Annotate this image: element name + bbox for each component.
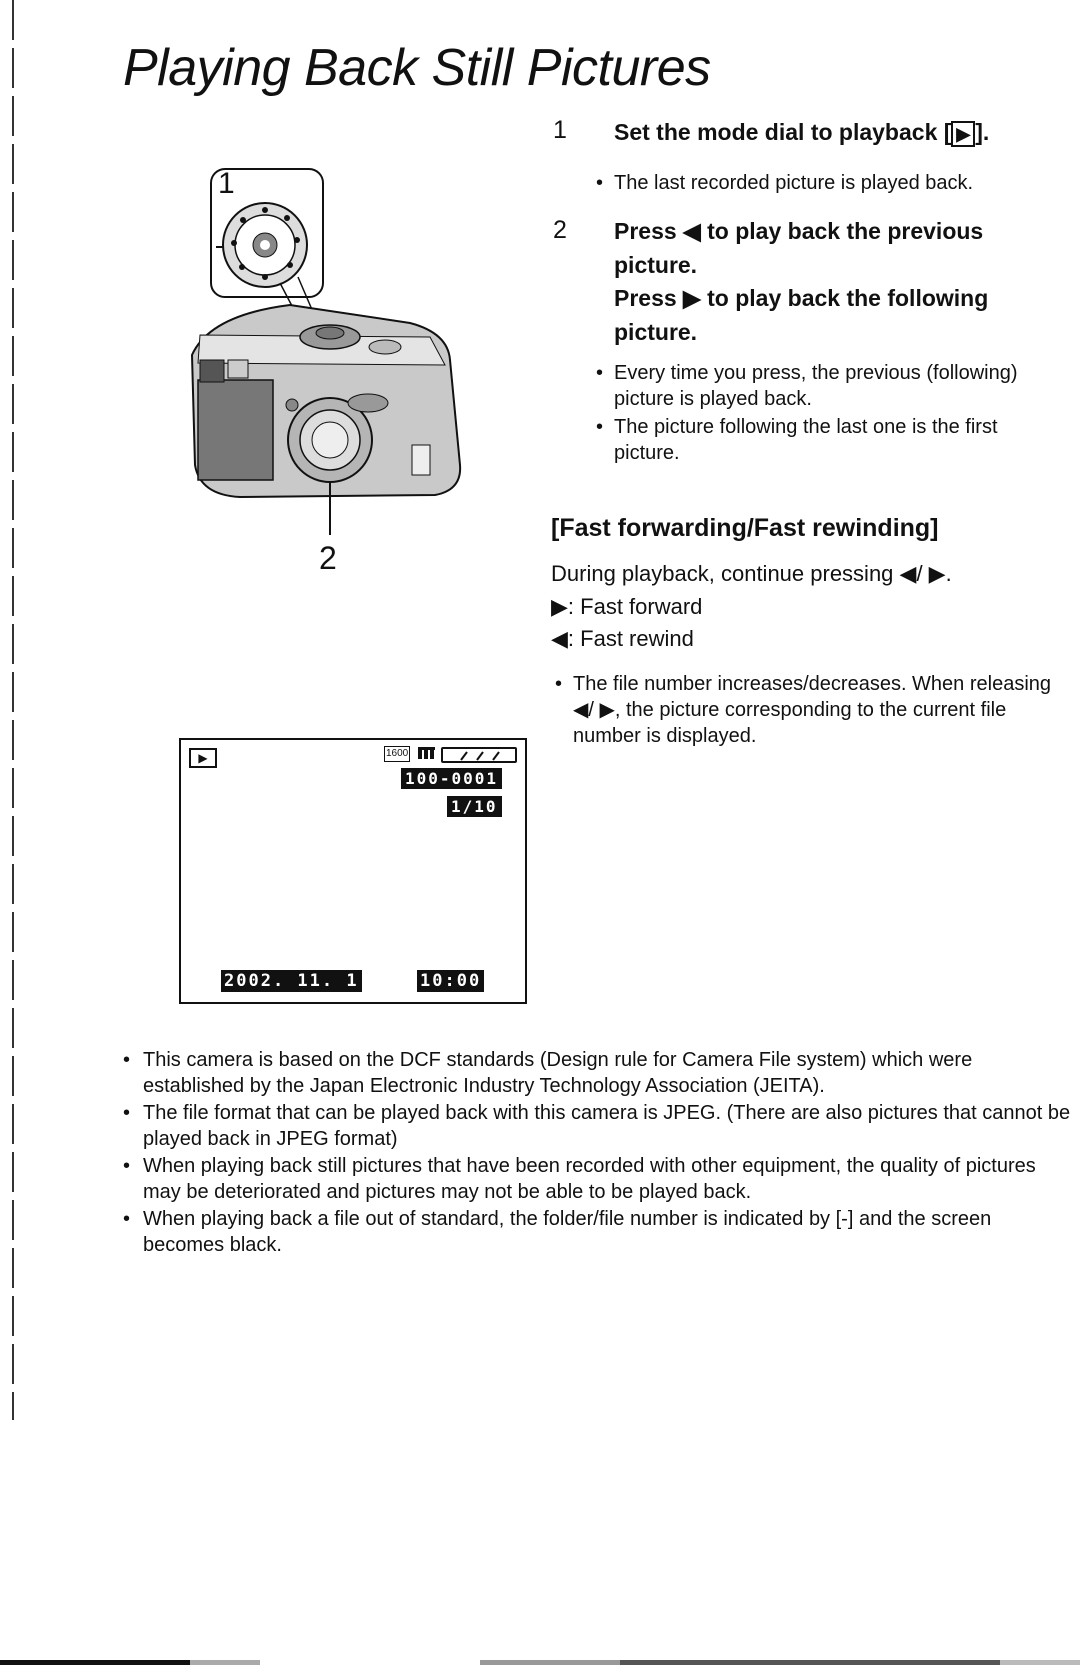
callout-2: 2 — [319, 540, 337, 576]
list-item: The picture following the last one is th… — [594, 414, 1064, 466]
fast-bullets: The file number increases/decreases. Whe… — [553, 671, 1073, 751]
resolution-indicator: 1600 — [384, 746, 411, 762]
list-item: The last recorded picture is played back… — [594, 170, 1054, 196]
time-display: 10:00 — [417, 970, 485, 992]
callout-1: 1 — [218, 167, 235, 200]
notes-list: This camera is based on the DCF standard… — [119, 1047, 1074, 1259]
step-2-line-1: Press ◀ to play back the previous pictur… — [614, 218, 984, 278]
list-item: This camera is based on the DCF standard… — [119, 1047, 1074, 1099]
list-item: The file format that can be played back … — [119, 1100, 1074, 1152]
list-item: When playing back still pictures that ha… — [119, 1153, 1074, 1205]
section-heading-fast: [Fast forwarding/Fast rewinding] — [551, 514, 939, 542]
quality-icon-svg — [418, 747, 435, 759]
battery-bars-svg — [460, 751, 500, 761]
fast-intro: During playback, continue pressing ◀/ ▶. — [551, 561, 952, 586]
step-1-text-post: ]. — [975, 119, 990, 145]
playback-mode-indicator: ▶ — [189, 748, 217, 768]
list-item: Every time you press, the previous (foll… — [594, 360, 1064, 412]
step-1-bullets: The last recorded picture is played back… — [594, 170, 1054, 198]
quality-icon — [417, 746, 437, 760]
camera-drawing — [190, 168, 462, 535]
page-title: Playing Back Still Pictures — [123, 39, 711, 97]
step-2-bullets: Every time you press, the previous (foll… — [594, 360, 1064, 468]
picture-count: 1/10 — [447, 796, 502, 817]
file-number: 100-0001 — [401, 768, 503, 789]
step-1-text-pre: Set the mode dial to playback [ — [614, 119, 952, 145]
list-item: When playing back a file out of standard… — [119, 1206, 1074, 1258]
step-1-number: 1 — [553, 116, 567, 144]
step-1-instruction: Set the mode dial to playback [▶]. — [614, 115, 1064, 149]
step-2-number: 2 — [553, 216, 567, 244]
page-bottom-rule — [0, 1660, 1080, 1665]
camera-illustration: 1 2 — [180, 165, 480, 585]
list-item: The file number increases/decreases. Whe… — [553, 671, 1073, 749]
playback-mode-icon: ▶ — [951, 121, 976, 147]
date-display: 2002. 11. 1 — [221, 970, 362, 992]
page-edge-rule — [12, 0, 14, 1420]
battery-icon — [441, 747, 517, 763]
fast-rewind-line: ◀: Fast rewind — [551, 626, 694, 651]
lcd-screen: ▶ 1600 100-0001 1/10 2002. 11. 1 10:00 — [179, 738, 527, 1004]
step-2-line-2: Press ▶ to play back the following pictu… — [614, 285, 989, 345]
fast-forward-line: ▶: Fast forward — [551, 594, 703, 619]
